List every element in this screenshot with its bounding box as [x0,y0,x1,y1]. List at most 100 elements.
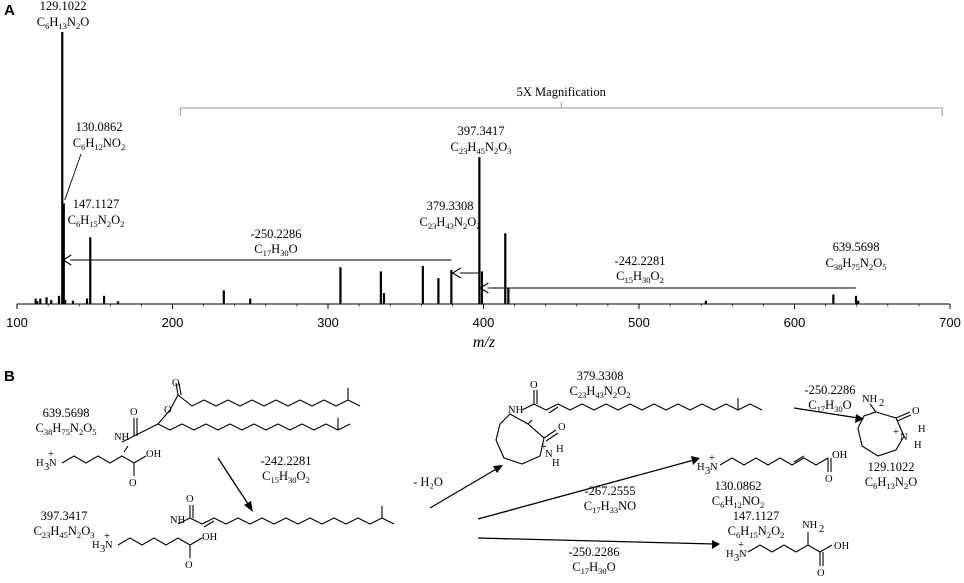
arrow-water-loss [429,467,499,509]
scheme-precursor-mass: 639.5698 [43,406,90,420]
atom-n-lactam-3: N [545,449,553,460]
scheme-ion-147-mass: 147.1127 [733,509,779,523]
ion-130-structure [719,455,832,472]
spectrum-peak [71,300,75,304]
arrow-loss-242 [217,457,251,508]
spectrum-peak [379,271,382,304]
atom-oh-130: OH [832,450,848,461]
scheme-loss-250-a-mass: -250.2286 [804,383,855,397]
atom-nh2-129: NH [862,394,878,405]
spectrum-peak [34,298,37,304]
loss-label-mass: -242.2281 [614,254,665,268]
atom-n-129: N [900,432,908,443]
atom-oh-147: OH [834,541,850,552]
peak-annotation-formula: C6H12NO2 [73,136,125,152]
x-tick-label: 400 [473,315,495,330]
peak-annotation-formula: C23H43N2O2 [420,215,481,231]
spectrum-peak [116,301,120,304]
atom-oh-2: OH [202,532,218,543]
ion-129-structure [857,403,912,457]
atom-o-amide-2: O [186,494,194,505]
spectrum-peak [857,300,860,304]
ion-147-structure [747,532,833,566]
x-tick-label: 500 [628,315,650,330]
spectrum-peak [85,298,89,304]
scheme-water-loss: - H₂O [413,475,443,489]
spectrum-peak [57,295,61,304]
atom-nh2-129-sub: 2 [879,398,884,409]
loss-arrow-250-head [62,254,72,266]
arrowhead-loss-250-a [855,414,864,423]
scheme-loss-267-formula: C17H33NO [584,499,636,515]
spectrum-peak [507,287,510,304]
spectrum-peak [854,295,858,304]
atom-h3n-2-sub: 3 [100,544,105,555]
atom-nh-1: NH [114,432,130,443]
peak-annotation-mass: 147.1127 [73,197,119,211]
magnification-label: 5X Magnification [517,85,607,99]
atom-h3n-147-n: N [739,549,747,560]
spectrum-peak [832,294,835,304]
atom-o-acid-2: O [185,560,193,571]
spectrum-peak [36,301,39,304]
arrowhead-loss-242 [244,501,253,512]
spectrum-peak [704,300,707,304]
scheme-ion-129-mass: 129.1022 [868,460,915,474]
atom-h-129b: H [914,440,922,451]
spectrum-peak [421,265,424,304]
peak-annotation-mass: 129.1022 [40,0,87,13]
peak-annotation-mass: 639.5698 [833,240,880,254]
peak-annotation-formula: C6H13N2O [37,15,89,31]
spectrum-peak [480,271,484,304]
spectrum-peak [45,297,48,304]
scheme-ion-379-mass: 379.3308 [577,369,624,383]
atom-o-ester-ring: O [164,405,172,416]
atom-h3n-1: H [36,458,44,469]
spectrum-peak [89,237,92,304]
arrow-loss-267 [477,459,695,520]
atom-h3n-147-sub: 3 [734,553,739,564]
arrowhead-loss-250-b [712,540,720,549]
spectrum-peak [249,298,252,304]
spectrum-peak [61,32,64,304]
loss-label-formula: C17H30O [254,242,297,258]
atom-plus-130: + [709,453,715,464]
scheme-precursor-formula: C38H75N2O5 [36,421,97,437]
ion-379-structure [495,390,763,465]
precursor-structure [61,382,361,476]
atom-h3n-1-n: N [49,458,57,469]
arrow-loss-250-a [793,407,859,419]
atom-h-lactam-3b: H [552,458,560,469]
atom-h3n-2-n: N [105,540,113,551]
peak-annotation-mass: 379.3308 [427,199,474,213]
panel-b-label: B [4,368,15,385]
scheme-ion-379-formula: C23H43N2O2 [570,384,631,400]
atom-oh-1: OH [146,449,162,460]
atom-h-129a: H [918,424,926,435]
atom-plus-147: + [738,540,744,551]
spectrum-peak [504,233,507,304]
spectrum-peak [64,299,67,304]
spectrum-peak [478,157,481,304]
spectrum-peak [62,203,65,304]
magnification-bracket [179,107,943,116]
scheme-loss-242-mass: -242.2281 [260,454,311,468]
scheme-ion-147-formula: C6H15N2O2 [728,524,785,540]
peak-annotation-formula: C6H15N2O2 [68,213,125,229]
peak-annotation-mass: 397.3417 [458,124,505,138]
spectrum-peak [437,278,440,304]
x-tick-label: 600 [784,315,806,330]
loss-arrow-242-head [479,282,489,294]
x-tick-label: 200 [162,315,184,330]
scheme-ion-130-formula: C6H12NO2 [712,494,764,510]
atom-plus-1: + [48,449,54,460]
arrowhead-loss-267 [691,456,700,465]
scheme-labels: 639.5698C38H75N2O5-242.2281C15H30O2397.3… [34,369,918,576]
atom-plus-2: + [104,531,110,542]
panel-a-label: A [4,2,15,19]
atom-nh2-147: NH [802,520,818,531]
atom-o-ester: O [172,378,180,389]
spectrum-peak [382,293,386,304]
x-axis-title: m/z [473,334,496,351]
